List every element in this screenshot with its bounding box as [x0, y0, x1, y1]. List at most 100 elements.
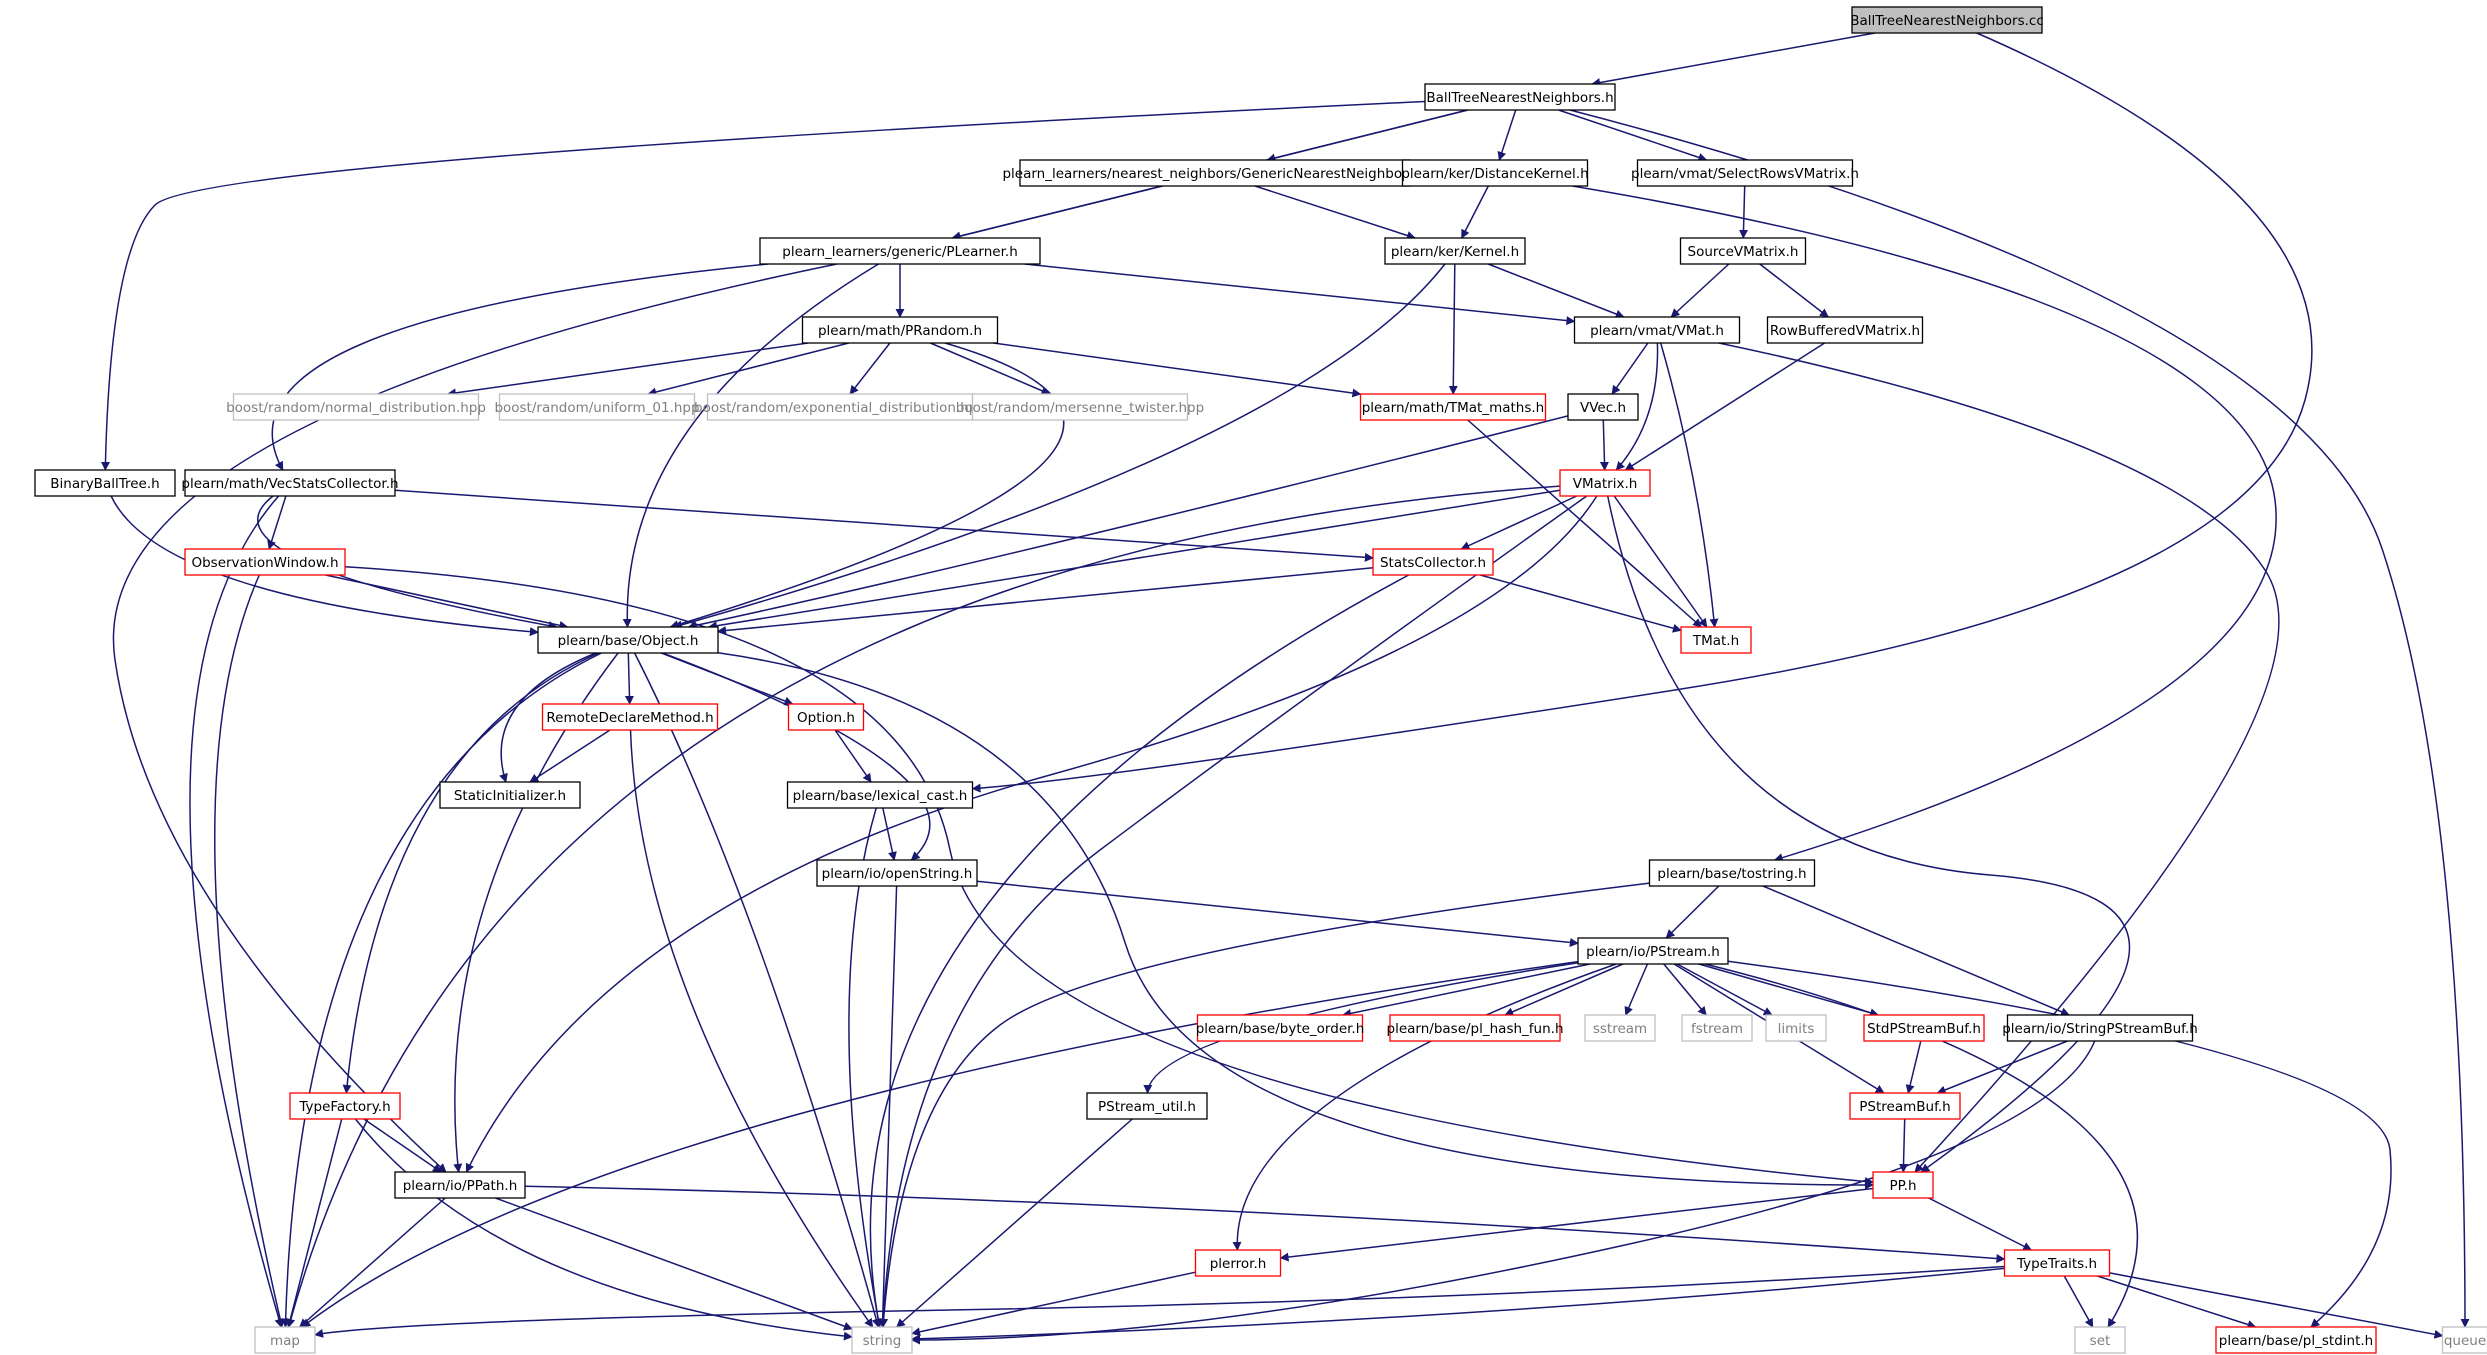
edge-typefactory-to-string [354, 1118, 853, 1341]
node-box [1584, 1014, 1656, 1042]
node-psutil[interactable]: PStream_util.h [1086, 1092, 1208, 1120]
edge-pstream-to-byteorder [1342, 963, 1591, 1018]
edge-prandom-to-expo [849, 342, 891, 395]
node-box [1384, 237, 1526, 265]
node-set[interactable]: set [2074, 1326, 2126, 1354]
node-normal[interactable]: boost/random/normal_distribution.hpp [226, 393, 486, 421]
node-vmat[interactable]: plearn/vmat/VMat.h [1573, 316, 1741, 344]
node-box [1567, 393, 1639, 421]
node-object[interactable]: plearn/base/Object.h [537, 626, 719, 654]
node-box [1765, 1014, 1827, 1042]
node-staticinit[interactable]: StaticInitializer.h [439, 781, 581, 809]
node-gnn[interactable]: plearn_learners/nearest_neighbors/Generi… [1002, 159, 1428, 187]
edge-lexcast-to-openstr [882, 807, 897, 861]
node-box [787, 703, 865, 731]
edge-vvec-to-vmatrix [1599, 419, 1609, 471]
node-box [1359, 393, 1547, 421]
node-psbuf[interactable]: PStreamBuf.h [1849, 1092, 1961, 1120]
node-sstream[interactable]: sstream [1584, 1014, 1656, 1042]
node-bbt[interactable]: BinaryBallTree.h [34, 469, 176, 497]
edge-object-to-ppath [453, 652, 619, 1173]
node-label: plearn/base/byte_order.h [1196, 1021, 1365, 1037]
edge-tostring-to-pstream [1665, 885, 1720, 939]
node-tostring[interactable]: plearn/base/tostring.h [1648, 859, 1816, 887]
node-label: BallTreeNearestNeighbors.cc [1850, 13, 2044, 29]
edge-plearner-to-vmat [1024, 263, 1576, 326]
edge-object-to-typefactory [342, 652, 600, 1094]
node-openstr[interactable]: plearn/io/openString.h [816, 859, 978, 887]
node-ppath[interactable]: plearn/io/PPath.h [394, 1171, 526, 1199]
node-label: TMat.h [1692, 633, 1739, 649]
node-tmatmaths[interactable]: plearn/math/TMat_maths.h [1359, 393, 1547, 421]
node-box [1559, 469, 1651, 497]
node-rowbuf[interactable]: RowBufferedVMatrix.h [1766, 316, 1924, 344]
node-btnn-h[interactable]: BallTreeNearestNeighbors.h [1424, 83, 1616, 111]
edge-srcvm-to-vmat [1670, 263, 1730, 318]
node-tmat[interactable]: TMat.h [1680, 626, 1752, 654]
nodes: BallTreeNearestNeighbors.ccBallTreeNeare… [34, 6, 2487, 1354]
node-root[interactable]: BallTreeNearestNeighbors.cc [1850, 6, 2044, 34]
node-byteorder[interactable]: plearn/base/byte_order.h [1196, 1014, 1365, 1042]
node-fstream[interactable]: fstream [1681, 1014, 1753, 1042]
node-label: plearn_learners/generic/PLearner.h [782, 244, 1018, 260]
edge-pstream-to-map [301, 960, 1579, 1328]
node-typetraits[interactable]: TypeTraits.h [2003, 1249, 2111, 1277]
node-label: PStreamBuf.h [1859, 1099, 1950, 1115]
node-plerror[interactable]: plerror.h [1194, 1249, 1282, 1277]
node-lexcast[interactable]: plearn/base/lexical_cast.h [786, 781, 974, 809]
edge-object-to-string [633, 652, 881, 1328]
node-kernel[interactable]: plearn/ker/Kernel.h [1384, 237, 1526, 265]
node-option[interactable]: Option.h [787, 703, 865, 731]
node-string[interactable]: string [851, 1326, 913, 1354]
node-vecstats[interactable]: plearn/math/VecStatsCollector.h [181, 469, 399, 497]
node-label: plearn/vmat/VMat.h [1590, 323, 1724, 339]
node-label: set [2090, 1333, 2111, 1349]
node-label: boost/random/mersenne_twister.hpp [956, 400, 1204, 416]
node-box [1679, 237, 1807, 265]
node-dkernel[interactable]: plearn/ker/DistanceKernel.h [1401, 159, 1589, 187]
node-mersenne[interactable]: boost/random/mersenne_twister.hpp [956, 393, 1204, 421]
node-label: plearn/io/PPath.h [403, 1178, 518, 1194]
node-strpsb[interactable]: plearn/io/StringPStreamBuf.h [2002, 1014, 2198, 1042]
edge-obswin-to-pp [344, 566, 1874, 1186]
edge-typetraits-to-set [2063, 1275, 2094, 1328]
node-obswin[interactable]: ObservationWindow.h [184, 548, 346, 576]
edge-statscol-to-tmat [1480, 574, 1682, 633]
node-box [232, 393, 480, 421]
node-expo[interactable]: boost/random/exponential_distribution.hp… [694, 393, 986, 421]
node-plearner[interactable]: plearn_learners/generic/PLearner.h [759, 237, 1041, 265]
node-pp[interactable]: PP.h [1872, 1171, 1934, 1199]
node-label: sstream [1593, 1021, 1647, 1037]
node-pstream[interactable]: plearn/io/PStream.h [1577, 937, 1729, 965]
node-stdint[interactable]: plearn/base/pl_stdint.h [2215, 1326, 2377, 1354]
node-label: PP.h [1889, 1178, 1916, 1194]
node-vmatrix[interactable]: VMatrix.h [1559, 469, 1651, 497]
node-label: RowBufferedVMatrix.h [1770, 323, 1920, 339]
node-label: StatsCollector.h [1380, 555, 1486, 571]
node-uniform[interactable]: boost/random/uniform_01.hpp [494, 393, 700, 421]
node-vvec[interactable]: VVec.h [1567, 393, 1639, 421]
node-remote[interactable]: RemoteDeclareMethod.h [541, 703, 719, 731]
node-box [394, 1171, 526, 1199]
node-stdpsb[interactable]: StdPStreamBuf.h [1863, 1014, 1985, 1042]
node-label: Option.h [797, 710, 855, 726]
edge-pp-to-typetraits [1928, 1197, 2033, 1251]
node-selrows[interactable]: plearn/vmat/SelectRowsVMatrix.h [1631, 159, 1859, 187]
node-prandom[interactable]: plearn/math/PRandom.h [801, 316, 999, 344]
edge-typetraits-to-map [314, 1265, 2005, 1338]
node-box [1573, 316, 1741, 344]
node-typefactory[interactable]: TypeFactory.h [289, 1092, 401, 1120]
node-srcvm[interactable]: SourceVMatrix.h [1679, 237, 1807, 265]
edge-object-to-staticinit [499, 652, 597, 783]
node-hashfun[interactable]: plearn/base/pl_hash_fun.h [1387, 1014, 1564, 1042]
node-map[interactable]: map [254, 1326, 316, 1354]
node-box [34, 469, 176, 497]
node-label: StdPStreamBuf.h [1867, 1021, 1981, 1037]
node-statscol[interactable]: StatsCollector.h [1372, 548, 1494, 576]
node-label: map [270, 1333, 300, 1349]
edge-psbuf-to-pp [1899, 1118, 1909, 1173]
node-queue[interactable]: queue [2441, 1326, 2487, 1354]
node-box [816, 859, 978, 887]
node-limits[interactable]: limits [1765, 1014, 1827, 1042]
